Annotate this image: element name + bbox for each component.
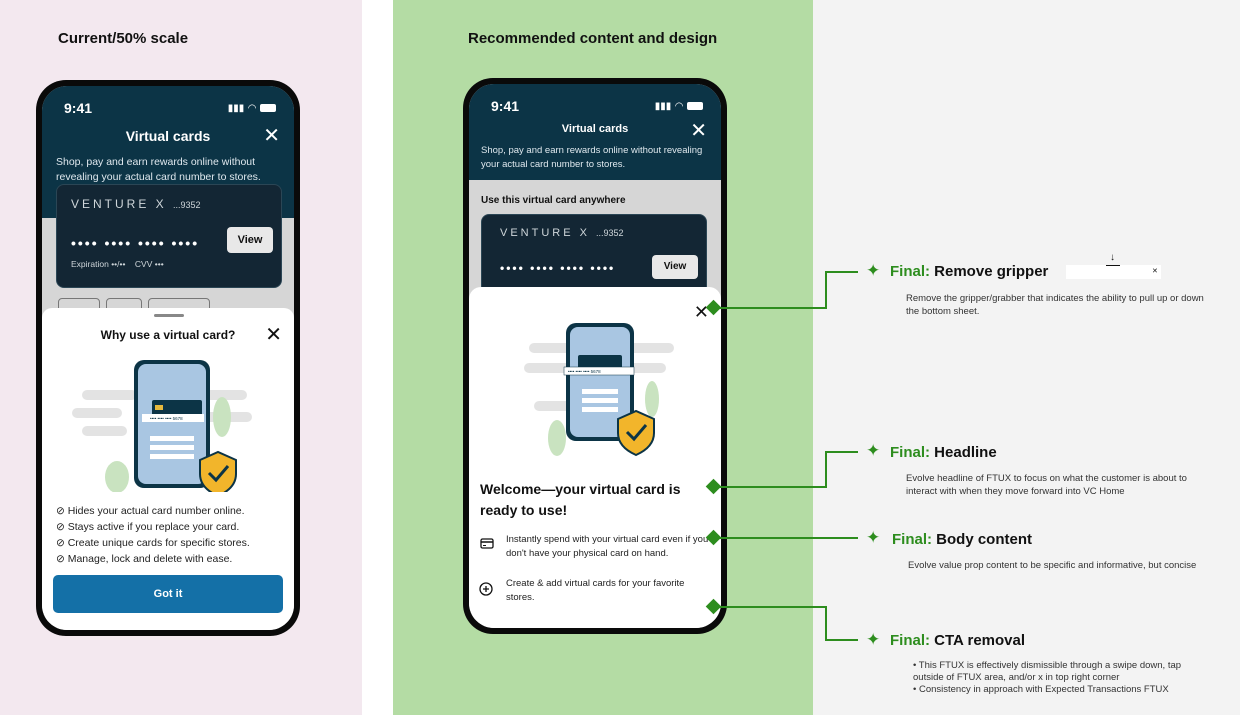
card-number: •••• •••• •••• •••• [71, 235, 200, 251]
sheet-title: Why use a virtual card? [100, 328, 236, 342]
annotation-title-cta: Final: CTA removal [890, 632, 1025, 649]
recommended-header [469, 84, 721, 180]
battery-icon [687, 102, 703, 110]
annotation-title-body: Final: Body content [892, 531, 1032, 548]
card-brand-name: VENTURE X [71, 197, 167, 211]
annotation-text-gripper: Remove the gripper/grabber that indicate… [906, 293, 1204, 317]
signal-icon: ▮▮▮ [654, 100, 672, 112]
card-brand: VENTURE X ...9352 [500, 227, 624, 239]
virtual-card: VENTURE X ...9352 •••• •••• •••• •••• Vi… [481, 214, 707, 300]
connector-gripper [714, 271, 858, 309]
recommended-phone-frame: 9:41 ▮▮▮ ◠ Virtual cards ✕ Shop, pay and… [463, 78, 727, 634]
illustration-card-number: •••• •••• •••• 5678 [568, 369, 601, 374]
nav-close-icon[interactable]: ✕ [263, 125, 280, 147]
connector-diamond [705, 529, 722, 546]
wifi-icon: ◠ [675, 100, 683, 112]
annotation-bullets-cta: This FTUX is effectively dismissible thr… [913, 660, 1213, 696]
close-icon: ✕ [1152, 268, 1158, 275]
status-time: 9:41 [64, 100, 93, 116]
annotation-panel [813, 0, 1240, 715]
card-icon [480, 537, 494, 553]
connector-diamond [705, 598, 722, 615]
got-it-button[interactable]: Got it [53, 575, 283, 613]
current-phone-screen: 9:41 ▮▮▮ ◠ Virtual cards ✕ Shop, pay and… [42, 86, 294, 630]
card-last4: ...9352 [596, 228, 624, 238]
expiration-label: Expiration [71, 259, 109, 269]
nav-title: Virtual cards [561, 123, 629, 135]
status-time: 9:41 [491, 98, 520, 114]
illustration-card-number: •••• •••• •••• 5678 [150, 416, 183, 421]
status-bar: 9:41 ▮▮▮ ◠ [64, 100, 276, 116]
final-label: Final: [890, 632, 930, 649]
sparkle-icon: ✦ [866, 261, 881, 280]
recommended-phone-screen: 9:41 ▮▮▮ ◠ Virtual cards ✕ Shop, pay and… [469, 84, 721, 628]
intro-text: Shop, pay and earn rewards online withou… [481, 145, 703, 170]
sheet-gripper[interactable] [154, 314, 184, 317]
connector-diamond [705, 299, 722, 316]
sparkle-icon: ✦ [866, 441, 881, 460]
annotation-heading: Headline [934, 444, 997, 461]
annotation-heading: CTA removal [934, 632, 1026, 649]
benefit-item: ⊘ Hides your actual card number online. [56, 505, 245, 517]
gripper-removal-preview: ↓ ✕ [1066, 252, 1161, 279]
annotation-heading: Remove gripper [934, 263, 1049, 280]
phone-illustration: •••• •••• •••• 5678 [72, 360, 252, 492]
cvv-label: CVV [134, 259, 153, 269]
annotation-bullet: This FTUX is effectively dismissible thr… [913, 660, 1213, 684]
card-brand: VENTURE X ...9352 [71, 197, 201, 211]
card-last4: ...9352 [173, 200, 201, 210]
nav-close-icon[interactable]: ✕ [690, 120, 707, 142]
view-card-button[interactable]: View [227, 227, 273, 253]
final-label: Final: [892, 531, 932, 548]
current-phone-frame: 9:41 ▮▮▮ ◠ Virtual cards ✕ Shop, pay and… [36, 80, 300, 636]
card-brand-name: VENTURE X [500, 227, 590, 239]
annotation-heading: Body content [936, 531, 1033, 548]
annotation-title-headline: Final: Headline [890, 444, 997, 461]
wifi-icon: ◠ [248, 102, 256, 114]
final-label: Final: [890, 263, 930, 280]
feature-text: Create & add virtual cards for your favo… [506, 578, 685, 603]
connector-cta [714, 606, 858, 641]
status-bar: 9:41 ▮▮▮ ◠ [491, 98, 703, 114]
card-number: •••• •••• •••• •••• [500, 261, 616, 275]
ftux-close-icon[interactable]: ✕ [693, 302, 709, 322]
sheet-close-icon[interactable]: ✕ [265, 324, 282, 346]
annotation-bullet: Consistency in approach with Expected Tr… [913, 684, 1213, 696]
gripper-line [1106, 265, 1120, 266]
view-card-button[interactable]: View [652, 255, 698, 279]
section-label: Use this virtual card anywhere [481, 195, 626, 206]
recommended-section-title: Recommended content and design [468, 30, 718, 47]
down-arrow-icon: ↓ [1110, 252, 1115, 263]
annotation-text-body: Evolve value prop content to be specific… [908, 560, 1197, 571]
sparkle-icon: ✦ [866, 528, 881, 547]
annotation-text-headline: Evolve headline of FTUX to focus on what… [906, 473, 1187, 497]
connector-headline [714, 451, 858, 488]
benefit-list: ⊘ Hides your actual card number online. … [56, 503, 250, 567]
ftux-headline: Welcome—your virtual card is ready to us… [480, 481, 681, 518]
card-expiration: Expiration ••/•• CVV ••• [71, 259, 164, 269]
annotation-title-gripper: Final: Remove gripper [890, 263, 1048, 280]
signal-icon: ▮▮▮ [227, 102, 245, 114]
current-bottom-sheet: Why use a virtual card? ✕ [42, 308, 294, 630]
connector-diamond [705, 478, 722, 495]
add-circle-icon [479, 582, 493, 599]
intro-text: Shop, pay and earn rewards online withou… [56, 156, 261, 183]
benefit-item: ⊘ Manage, lock and delete with ease. [56, 553, 233, 565]
battery-icon [260, 104, 276, 112]
virtual-card: VENTURE X ...9352 •••• •••• •••• •••• Ex… [56, 184, 282, 288]
ftux-sheet: ✕ •••• •••• •••• 5678 Welc [469, 287, 721, 628]
benefit-item: ⊘ Create unique cards for specific store… [56, 537, 250, 549]
final-label: Final: [890, 444, 930, 461]
status-icons: ▮▮▮ ◠ [228, 103, 276, 114]
sparkle-icon: ✦ [866, 630, 881, 649]
current-section-title: Current/50% scale [58, 30, 189, 47]
phone-illustration: •••• •••• •••• 5678 [524, 323, 674, 457]
benefit-item: ⊘ Stays active if you replace your card. [56, 521, 240, 533]
status-icons: ▮▮▮ ◠ [655, 101, 703, 112]
feature-text: Instantly spend with your virtual card e… [506, 534, 709, 559]
cvv-value: ••• [154, 259, 164, 269]
nav-title: Virtual cards [125, 128, 211, 144]
expiration-value: ••/•• [111, 259, 126, 269]
